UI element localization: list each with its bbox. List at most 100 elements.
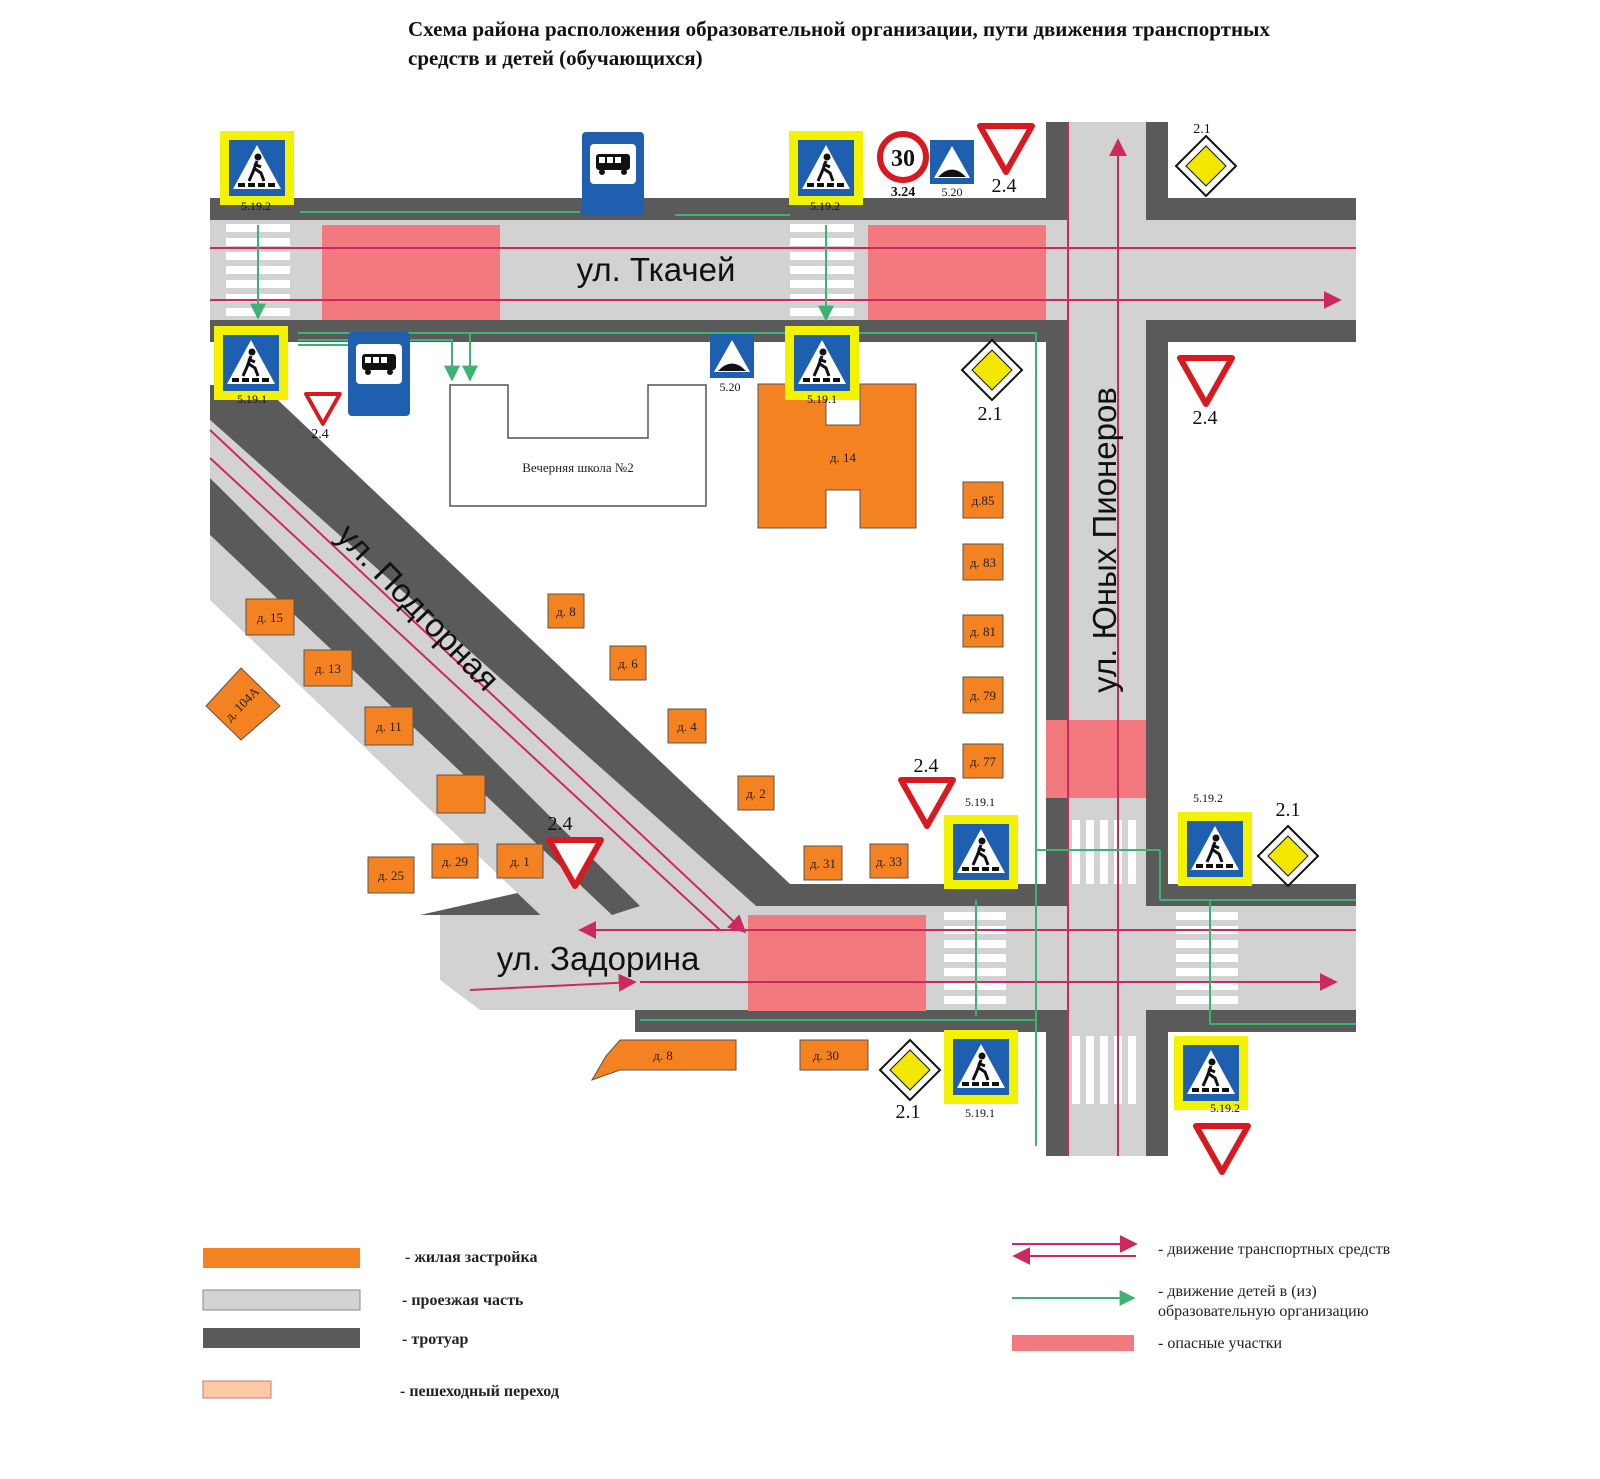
main-road-icon [1175, 135, 1237, 197]
label-d79: д. 79 [970, 688, 996, 703]
sign-code-tm-top: 5.19.2 [810, 199, 840, 213]
sign-code-br-left-top: 5.19.1 [965, 795, 995, 809]
legend-children-1: - движение детей в (из) [1158, 1283, 1317, 1300]
give-way-icon [1180, 358, 1232, 404]
pedestrian-crossing-icon [942, 1028, 1020, 1106]
label-d83: д. 83 [970, 555, 996, 570]
building-d85 [962, 481, 1004, 519]
street-pionerov: ул. Юных Пионеров [1086, 387, 1123, 693]
pedestrian-crossing-icon [218, 129, 296, 207]
sign-code-tl-top: 5.19.2 [241, 199, 271, 213]
label-d2: д. 2 [746, 786, 766, 801]
label-d8a: д. 8 [556, 604, 576, 619]
legend-swatch-crosswalk [202, 1380, 272, 1399]
building-d31 [803, 845, 843, 881]
label-d30: д. 30 [813, 1048, 839, 1063]
legend: - жилая застройка - проезжая часть - тро… [202, 1235, 1391, 1400]
sign-code-br-left-bottom: 5.19.1 [965, 1106, 995, 1120]
bus-stop-icon [348, 332, 410, 416]
building-d81 [962, 614, 1004, 648]
give-way-icon [1196, 1126, 1248, 1172]
building-d77 [962, 743, 1004, 779]
street-tkachey: ул. Ткачей [577, 251, 736, 288]
sign-code-gw-1: 2.4 [992, 175, 1017, 197]
children-routes [250, 211, 1356, 1146]
sign-code-bump-mid: 5.20 [720, 380, 741, 394]
legend-roadway: - проезжая часть [402, 1292, 524, 1309]
label-d15: д. 15 [257, 610, 283, 625]
pedestrian-crossing-icon [1176, 810, 1254, 888]
main-road-icon [961, 339, 1023, 401]
legend-crosswalk: - пешеходный переход [400, 1383, 559, 1400]
building-d14 [757, 383, 917, 529]
building-unnamed [436, 774, 486, 814]
label-d8b: д. 8 [653, 1048, 673, 1063]
school-label: Вечерняя школа №2 [522, 460, 634, 475]
building-d2 [737, 775, 775, 811]
building-d6 [609, 645, 647, 681]
sign-code-speed: 3.24 [891, 185, 916, 200]
label-d4: д. 4 [677, 719, 697, 734]
building-d83 [962, 543, 1004, 581]
building-d29 [431, 843, 479, 879]
sign-code-mr-4: 2.1 [896, 1101, 921, 1123]
sign-code-gw-5: 2.4 [548, 813, 573, 835]
main-road-icon [879, 1039, 941, 1101]
label-d77: д. 77 [970, 754, 997, 769]
speed-bump-icon [930, 140, 974, 184]
traffic-lines [209, 122, 1356, 1156]
label-d25: д. 25 [378, 868, 404, 883]
building-d33 [869, 843, 909, 879]
legend-danger: - опасные участки [1158, 1335, 1283, 1352]
sign-code-tm-bottom: 5.19.1 [807, 392, 837, 406]
speed-bump-icon [710, 334, 754, 378]
sign-code-gw-4: 2.4 [914, 755, 939, 777]
sign-code-gw-2: 2.4 [311, 427, 329, 442]
legend-residential: - жилая застройка [405, 1249, 537, 1266]
pedestrian-crossing-icon [787, 129, 865, 207]
label-d29: д. 29 [442, 854, 468, 869]
label-d33: д. 33 [876, 854, 902, 869]
pedestrian-crossing-icon [942, 813, 1020, 891]
map-title: Схема района расположения образовательно… [408, 17, 1270, 70]
label-d31: д. 31 [810, 856, 836, 871]
building-d79 [962, 676, 1004, 714]
label-d6: д. 6 [618, 656, 638, 671]
sign-code-br-right-top: 5.19.2 [1193, 791, 1223, 805]
legend-swatch-residential [203, 1248, 360, 1268]
label-d1: д. 1 [510, 854, 530, 869]
legend-swatch-roadway [202, 1289, 361, 1311]
legend-traffic: - движение транспортных средств [1158, 1241, 1391, 1258]
pedestrian-crossing-icon [783, 324, 861, 402]
pedestrian-crossing-icon [212, 324, 290, 402]
building-d15 [245, 598, 295, 636]
school-building: Вечерняя школа №2 [449, 384, 707, 507]
label-d11: д. 11 [376, 719, 402, 734]
main-road-icon [1257, 825, 1319, 887]
legend-swatch-danger [1012, 1335, 1134, 1351]
label-d81: д. 81 [970, 624, 996, 639]
legend-sidewalk: - тротуар [402, 1331, 469, 1348]
building-d25 [367, 856, 415, 894]
label-d13: д. 13 [315, 661, 341, 676]
sign-code-br-right-bottom: 5.19.2 [1210, 1101, 1240, 1115]
building-d104a [205, 667, 281, 741]
legend-swatch-sidewalk [203, 1328, 360, 1348]
sign-code-mr-1: 2.1 [1193, 122, 1211, 137]
street-zadorina: ул. Задорина [497, 940, 700, 977]
sign-code-gw-3: 2.4 [1193, 407, 1218, 429]
building-d4 [667, 708, 707, 744]
road-signs: 5.19.2 5.19.2 5.19.1 5.19.1 5.19.1 5.19.… [212, 122, 1319, 1172]
label-d85: д.85 [972, 493, 995, 508]
building-d13 [303, 649, 353, 687]
pedestrian-crossing-icon [1172, 1034, 1250, 1112]
bus-stop-icon [582, 132, 644, 216]
residential-buildings [205, 383, 1004, 1081]
building-d8b [590, 1039, 737, 1081]
building-d8a [547, 593, 585, 629]
building-d11 [364, 706, 414, 746]
give-way-icon [304, 392, 342, 426]
sign-code-mr-3: 2.1 [1276, 799, 1301, 821]
